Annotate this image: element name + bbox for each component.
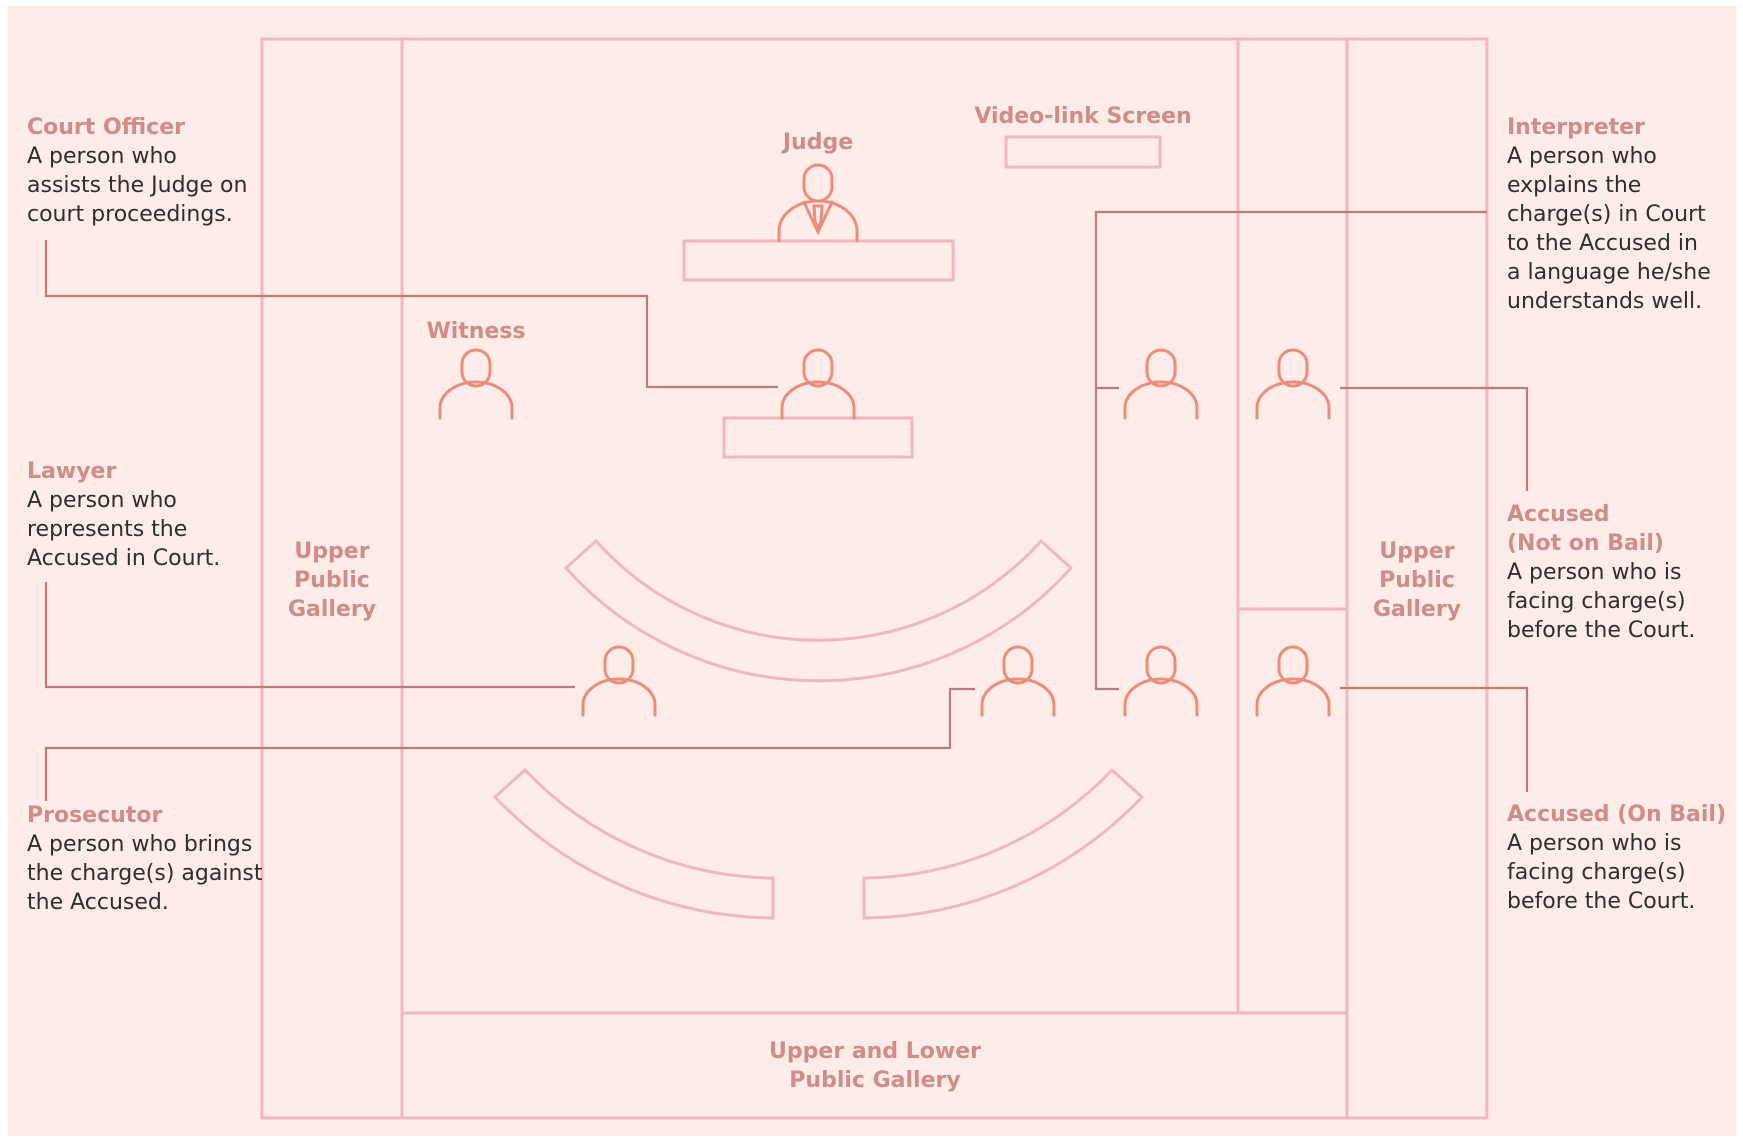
left-upper-public-gallery-label: Upper Public Gallery (287, 539, 377, 622)
accused-not-on-bail-description: Accused (Not on Bail) A person who is fa… (1507, 502, 1696, 643)
accused-on-bail-figure (1255, 645, 1331, 717)
video-link-screen-label: Video-link Screen (974, 104, 1192, 129)
leader-lawyer (44, 582, 575, 689)
witness-label: Witness (426, 319, 526, 344)
court-officer-title: Court Officer (27, 115, 185, 140)
judge-label: Judge (782, 130, 854, 155)
lawyer-figure (581, 645, 657, 717)
video-link-screen (1004, 135, 1162, 169)
witness-figure (438, 348, 514, 420)
accused-on-bail-description: Accused (On Bail) A person who is facing… (1507, 802, 1727, 914)
accused-on-bail-title: Accused (On Bail) (1507, 802, 1727, 827)
accused-not-bail-figure (1255, 348, 1331, 420)
lawyer-description: Lawyer A person who represents the Accus… (27, 459, 221, 571)
court-officer-desk (722, 416, 914, 459)
prosecutor-title: Prosecutor (27, 803, 163, 828)
upper-and-lower-public-gallery-label: Upper and Lower Public Gallery (769, 1039, 981, 1093)
interpreter-figure-lower (1123, 645, 1199, 717)
right-upper-public-gallery-label: Upper Public Gallery (1372, 539, 1462, 622)
prosecutor-description: Prosecutor A person who brings the charg… (27, 803, 263, 915)
accused-not-on-bail-title: Accused (1507, 502, 1610, 527)
leader-interpreter (1094, 210, 1487, 691)
interpreter-figure-upper (1123, 348, 1199, 420)
public-bench-left (492, 767, 775, 920)
judge-figure (777, 163, 859, 243)
bar-table-arc (563, 538, 1074, 683)
leader-accused-not-bail (1340, 386, 1529, 491)
prosecutor-figure (980, 645, 1056, 717)
interpreter-description: Interpreter A person who explains the ch… (1507, 115, 1711, 314)
leader-prosecutor (44, 687, 975, 801)
public-bench-right (862, 767, 1145, 920)
leader-accused-on-bail (1340, 686, 1529, 792)
court-officer-figure (780, 348, 856, 420)
leader-court-officer (44, 240, 778, 389)
court-officer-description: Court Officer A person who assists the J… (27, 115, 248, 227)
outer-wall (260, 37, 1489, 1120)
courtroom-layout-diagram (8, 6, 1736, 1136)
interpreter-title: Interpreter (1507, 115, 1645, 140)
lawyer-title: Lawyer (27, 459, 117, 484)
judge-bench (682, 239, 955, 282)
